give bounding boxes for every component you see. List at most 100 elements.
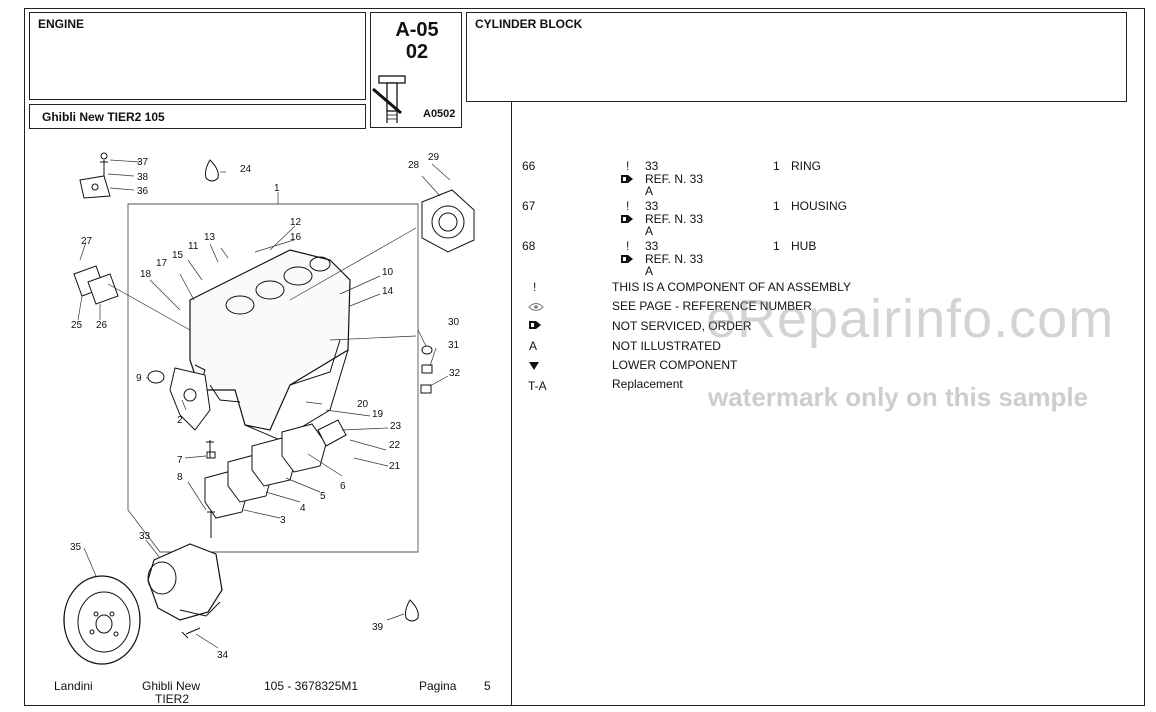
part-ref-qty: 33 bbox=[645, 159, 659, 173]
part-qty: 1 bbox=[773, 239, 780, 253]
part-ref-text: REF. N. 33 bbox=[645, 212, 704, 226]
drop-plug bbox=[405, 599, 419, 622]
footer-page-label: Pagina bbox=[419, 679, 457, 693]
callout-label: 39 bbox=[372, 622, 384, 633]
callout-label: 1 bbox=[274, 183, 280, 194]
callout-label: 17 bbox=[156, 258, 168, 269]
callout-label: 15 bbox=[172, 250, 184, 261]
part-ref-text: REF. N. 33 bbox=[645, 172, 704, 186]
footer-brand: Landini bbox=[54, 679, 93, 693]
part-ref-qty: 33 bbox=[645, 239, 659, 253]
callout-label: 37 bbox=[137, 157, 149, 168]
cover-plate bbox=[317, 419, 347, 447]
callout-label: 7 bbox=[177, 455, 183, 466]
pulley bbox=[63, 575, 141, 665]
callout-label: 19 bbox=[372, 409, 384, 420]
callout-label: 28 bbox=[408, 160, 420, 171]
code-box: A-05 02 A0502 bbox=[370, 12, 462, 128]
callout-label: 12 bbox=[290, 217, 302, 228]
column-divider bbox=[511, 102, 512, 706]
part-position: 66 bbox=[522, 159, 536, 173]
bracket bbox=[79, 175, 111, 199]
legend-text: NOT SERVICED, ORDER bbox=[612, 319, 752, 333]
part-qty: 1 bbox=[773, 199, 780, 213]
component-flag: ! bbox=[626, 199, 630, 213]
legend-text: NOT ILLUSTRATED bbox=[612, 339, 721, 353]
code-line-2: 02 bbox=[405, 41, 429, 63]
callout-label: 29 bbox=[428, 152, 440, 163]
part-ref-qty: 33 bbox=[645, 199, 659, 213]
title-box: CYLINDER BLOCK bbox=[466, 12, 1127, 102]
callout-label: 30 bbox=[448, 317, 460, 328]
callout-label: 6 bbox=[340, 481, 346, 492]
down-triangle-icon bbox=[529, 362, 539, 370]
part-qty: 1 bbox=[773, 159, 780, 173]
part-ref-text: REF. N. 33 bbox=[645, 252, 704, 266]
callout-label: 16 bbox=[290, 232, 302, 243]
legend-text: THIS IS A COMPONENT OF AN ASSEMBLY bbox=[612, 280, 851, 294]
pump-housing bbox=[147, 543, 223, 621]
callout-label: 21 bbox=[389, 461, 401, 472]
code-line-1: A-05 bbox=[395, 19, 439, 41]
not-serviced-icon bbox=[621, 215, 633, 223]
model-box: Ghibli New TIER2 105 bbox=[29, 104, 366, 129]
bearing-cap bbox=[281, 423, 327, 473]
footer-model-line-2: TIER2 bbox=[155, 692, 190, 706]
section-box: ENGINE bbox=[29, 12, 366, 100]
part-position: 67 bbox=[522, 199, 536, 213]
part-description: HUB bbox=[791, 239, 817, 253]
part-note: A bbox=[645, 184, 654, 198]
cylinder-block bbox=[189, 249, 351, 431]
callout-label: 38 bbox=[137, 172, 149, 183]
callout-label: 33 bbox=[139, 531, 151, 542]
callout-label: 10 bbox=[382, 267, 394, 278]
section-title: ENGINE bbox=[38, 17, 85, 31]
footer-doc-number: 105 - 3678325M1 bbox=[264, 679, 359, 693]
component-flag: ! bbox=[626, 159, 630, 173]
watermark-sub: watermark only on this sample bbox=[708, 382, 1089, 412]
page-frame bbox=[24, 8, 1145, 706]
footer-page-number: 5 bbox=[484, 679, 491, 693]
callout-label: 32 bbox=[449, 368, 461, 379]
callout-label: 22 bbox=[389, 440, 401, 451]
callout-label: 3 bbox=[280, 515, 286, 526]
callout-label: 36 bbox=[137, 186, 149, 197]
eye-icon bbox=[528, 303, 544, 311]
legend-text: SEE PAGE - REFERENCE NUMBER bbox=[612, 299, 812, 313]
part-description: RING bbox=[791, 159, 821, 173]
callout-label: 27 bbox=[81, 236, 93, 247]
legend-symbol: A bbox=[529, 339, 538, 353]
legend-text: Replacement bbox=[612, 377, 683, 391]
watermark-main: eRepairinfo.com bbox=[706, 289, 1115, 349]
callout-label: 2 bbox=[177, 415, 183, 426]
callout-label: 35 bbox=[70, 542, 82, 553]
legend-symbol: ! bbox=[533, 280, 537, 294]
callout-label: 14 bbox=[382, 286, 394, 297]
legend-symbol: T-A bbox=[528, 379, 547, 393]
component-flag: ! bbox=[626, 239, 630, 253]
callout-label: 11 bbox=[188, 241, 199, 252]
footer-model-line-1: Ghibli New bbox=[142, 679, 201, 693]
part-tool-icon bbox=[372, 75, 406, 123]
callout-label: 9 bbox=[136, 373, 142, 384]
legend-text: LOWER COMPONENT bbox=[612, 358, 738, 372]
rear-plate bbox=[169, 367, 211, 431]
callout-label: 24 bbox=[240, 164, 252, 175]
callout-label: 20 bbox=[357, 399, 369, 410]
not-serviced-icon bbox=[621, 175, 633, 183]
callout-label: 25 bbox=[71, 320, 83, 331]
callout-label: 34 bbox=[217, 650, 229, 661]
exploded-diagram: 1 2 3 4 5 6 7 8 9 10 11 12 13 14 15 16 1… bbox=[63, 152, 475, 665]
part-note: A bbox=[645, 264, 654, 278]
model-title: Ghibli New TIER2 105 bbox=[42, 110, 165, 124]
callout-label: 4 bbox=[300, 503, 306, 514]
not-serviced-icon bbox=[621, 255, 633, 263]
callout-label: 5 bbox=[320, 491, 326, 502]
callout-label: 13 bbox=[204, 232, 216, 243]
part-position: 68 bbox=[522, 239, 536, 253]
not-serviced-icon bbox=[529, 321, 541, 329]
block-frame bbox=[127, 203, 419, 553]
callout-label: 8 bbox=[177, 472, 183, 483]
drop-plug bbox=[205, 159, 219, 182]
gasket bbox=[87, 273, 119, 305]
